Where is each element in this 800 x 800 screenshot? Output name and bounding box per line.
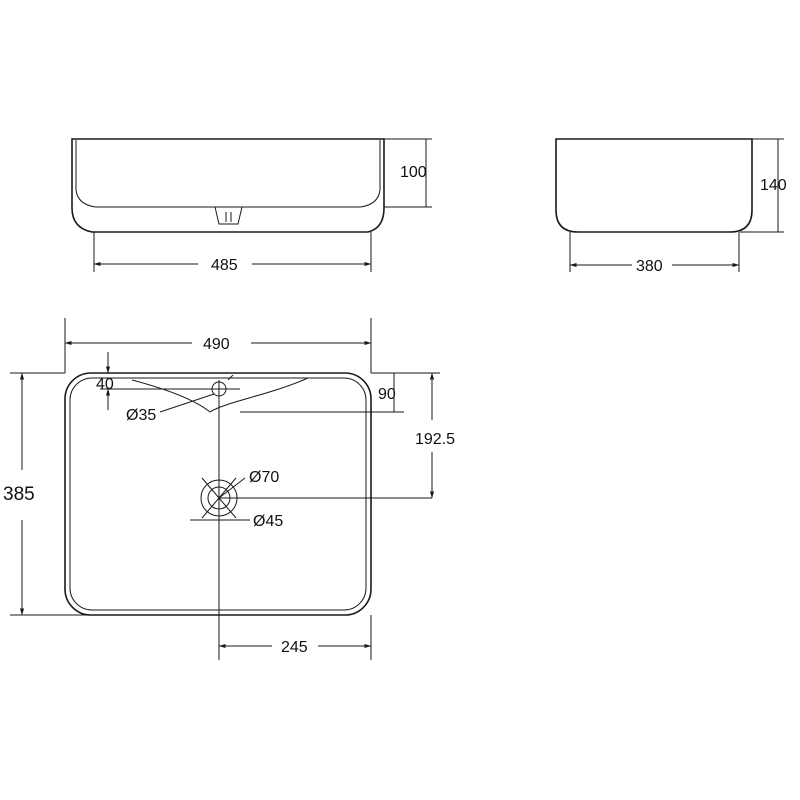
- front-view-drain-outlet: [214, 206, 243, 225]
- front-view-outline: [71, 138, 385, 233]
- tap-depth-label: 90: [378, 386, 396, 403]
- top-view-outline: [64, 372, 372, 616]
- side-view-outline: [555, 138, 753, 233]
- front-view-inner-wall: [75, 140, 381, 208]
- top-view-inner-basin: [69, 377, 367, 611]
- side-view: 140 380: [555, 138, 787, 275]
- front-view: 100 485: [71, 138, 432, 274]
- front-height-label: 100: [400, 164, 427, 181]
- top-view: 490 385 40 Ø35 90 192.5 Ø70 Ø45 245: [3, 318, 455, 660]
- drain: [190, 477, 432, 521]
- tap-hole-label: Ø35: [126, 407, 156, 424]
- side-width-label: 380: [636, 258, 663, 275]
- drain-inner-label: Ø45: [253, 513, 283, 530]
- side-height-label: 140: [760, 177, 787, 194]
- top-width-label: 490: [203, 336, 230, 353]
- top-view-tap-deck: [131, 377, 309, 413]
- top-depth-label: 385: [3, 484, 35, 505]
- tap-offset-label: 40: [96, 376, 114, 393]
- drain-outer-label: Ø70: [249, 469, 279, 486]
- drain-center-label: 245: [281, 639, 308, 656]
- front-width-label: 485: [211, 257, 238, 274]
- drain-depth-label: 192.5: [415, 431, 455, 448]
